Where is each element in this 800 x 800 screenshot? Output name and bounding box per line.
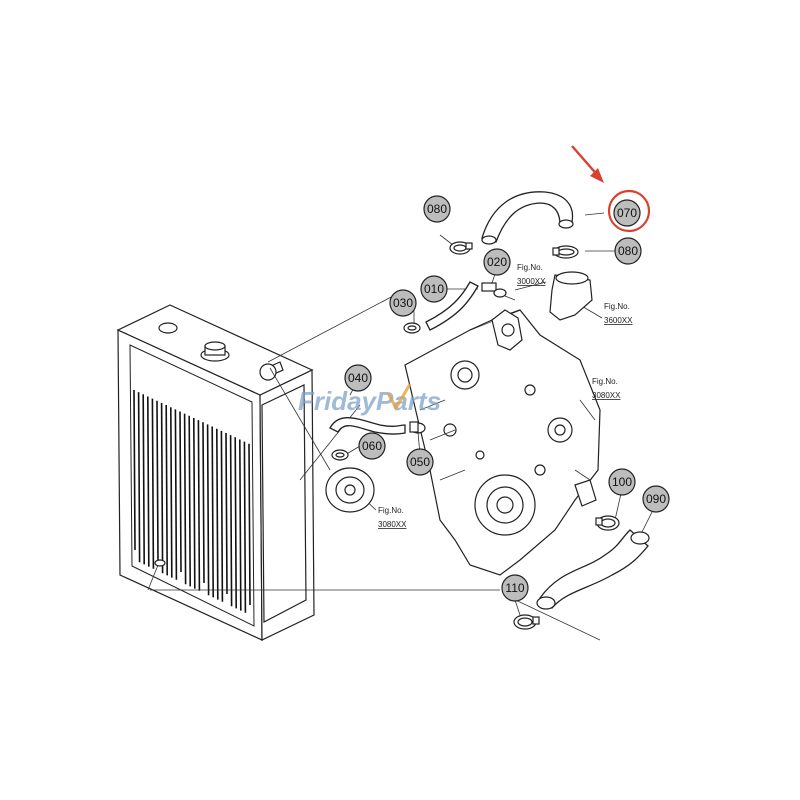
callout-040: 040 xyxy=(344,364,372,392)
radiator-fin xyxy=(170,407,173,578)
callout-080-right: 080 xyxy=(614,237,642,265)
callout-label: 020 xyxy=(487,255,507,269)
radiator-fin xyxy=(188,415,191,587)
callout-030: 030 xyxy=(389,289,417,317)
callout-label: 030 xyxy=(393,296,413,310)
callout-label: 070 xyxy=(617,206,637,220)
fig-ref-title: Fig.No. xyxy=(378,506,404,515)
radiator-fin xyxy=(147,396,150,567)
callout-label: 010 xyxy=(424,282,444,296)
figure-ref-3600: Fig.No. 3600XX xyxy=(604,302,633,325)
callout-label: 090 xyxy=(646,492,666,506)
radiator-fin xyxy=(160,402,164,574)
radiator-fin xyxy=(229,435,233,607)
radiator-fin xyxy=(183,413,187,585)
radiator-fin xyxy=(216,428,219,600)
highlight-marker xyxy=(571,145,651,233)
fig-ref-title: Fig.No. xyxy=(592,377,618,386)
fig-ref-title: Fig.No. xyxy=(604,302,630,311)
watermark-text-a: Friday xyxy=(298,386,378,416)
radiator-fin xyxy=(179,411,182,573)
fig-ref-title: Fig.No. xyxy=(517,263,543,272)
callout-080-left: 080 xyxy=(423,195,451,223)
callout-060: 060 xyxy=(358,432,386,460)
figure-ref-3000: Fig.No. 3000XX xyxy=(517,263,546,286)
radiator-fin xyxy=(156,400,159,562)
radiator-fin xyxy=(197,420,201,591)
fig-ref-number: 3080XX xyxy=(378,520,407,529)
radiator-fin xyxy=(220,430,224,602)
radiator-fin xyxy=(137,392,141,563)
callout-070: 070 xyxy=(613,199,641,227)
radiator-fin xyxy=(225,432,228,595)
radiator-fin xyxy=(151,398,155,569)
radiator-fin xyxy=(193,417,196,589)
radiator-fin xyxy=(133,389,136,551)
radiator-fin xyxy=(165,405,168,576)
watermark-text-b: Parts xyxy=(376,386,441,416)
callout-010: 010 xyxy=(420,275,448,303)
radiator-fin xyxy=(243,441,247,613)
callout-label: 110 xyxy=(505,581,524,595)
arrow-head-icon xyxy=(590,168,604,183)
callout-020: 020 xyxy=(483,248,511,276)
hose-clamps xyxy=(325,241,620,630)
radiator-fin xyxy=(234,437,237,609)
gear-case-housing xyxy=(404,309,601,576)
figure-ref-3080-engine: Fig.No. 3080XX xyxy=(592,377,621,400)
svg-text:FridayParts: FridayParts xyxy=(298,386,441,416)
callout-label: 100 xyxy=(612,475,632,489)
figure-ref-3080-fan: Fig.No. 3080XX xyxy=(378,506,407,529)
radiator-fin xyxy=(174,409,178,580)
callout-label: 080 xyxy=(427,202,447,216)
radiator xyxy=(116,304,315,641)
radiator-fin xyxy=(206,424,210,596)
fig-ref-number: 3600XX xyxy=(604,316,633,325)
radiator-fin xyxy=(239,439,242,611)
watermark: FridayParts xyxy=(298,383,441,416)
watermark-check-icon xyxy=(386,383,412,412)
fig-ref-number: 3000XX xyxy=(517,277,546,286)
radiator-fin xyxy=(211,426,214,598)
callout-label: 050 xyxy=(410,455,430,469)
callout-label: 080 xyxy=(618,244,638,258)
callout-110: 110 xyxy=(501,574,529,602)
callout-label: 040 xyxy=(348,371,368,385)
radiator-fin xyxy=(202,422,205,584)
radiator-fin xyxy=(142,394,145,565)
fig-ref-number: 3080XX xyxy=(592,391,621,400)
radiator-fin xyxy=(248,443,251,606)
hoses xyxy=(329,191,650,610)
callout-090: 090 xyxy=(642,485,670,513)
highlight-ring xyxy=(607,189,651,233)
callout-100: 100 xyxy=(608,468,636,496)
callout-050: 050 xyxy=(406,448,434,476)
callout-label: 060 xyxy=(362,439,382,453)
radiator-core-fins xyxy=(133,389,251,613)
